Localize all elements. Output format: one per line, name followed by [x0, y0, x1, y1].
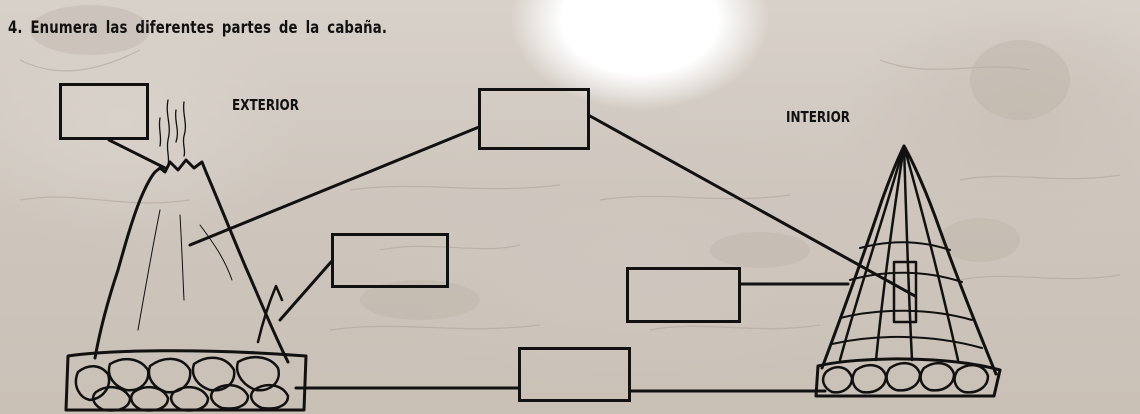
interior-hut-drawing [814, 144, 1002, 398]
answer-box-chimney[interactable] [59, 83, 149, 140]
stone-shadows [30, 5, 1070, 320]
answer-box-door[interactable] [331, 233, 449, 288]
exterior-label: EXTERIOR [232, 96, 299, 114]
stone-wall-texture [19, 49, 1121, 331]
answer-box-base[interactable] [518, 347, 631, 402]
exterior-hut-drawing [64, 99, 308, 412]
answer-box-frame[interactable] [626, 267, 741, 323]
exercise-title: 4. Enumera las diferentes partes de la c… [8, 18, 388, 38]
answer-box-roof[interactable] [478, 88, 590, 150]
interior-label: INTERIOR [786, 108, 851, 126]
